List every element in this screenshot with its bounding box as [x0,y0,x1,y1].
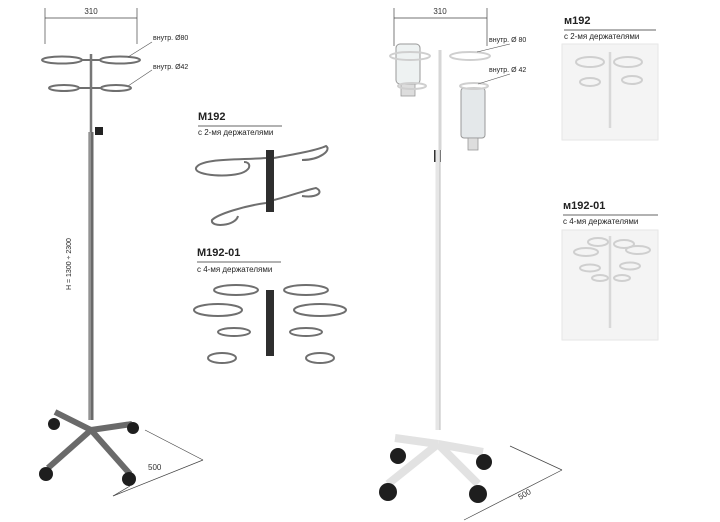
variant-m192-caption: с 2-мя держателями [198,128,273,137]
left-width-dimension: 310 [44,7,138,44]
left-holder-top-label: внутр. Ø80 [153,35,188,42]
right-holder-bottom-label: внутр. Ø 42 [489,67,526,74]
infusion-bag-icon [460,87,486,151]
left-pole [88,54,103,420]
photo-m192-01-model: м192-01 [563,200,605,212]
photo-m192: м192 с 2-мя держателями [561,15,659,141]
photo-m192-01-caption: с 4-мя держателями [563,217,638,226]
variant-m192-01: M192-01 с 4-мя держателями [193,247,347,364]
left-width-value: 310 [84,7,98,16]
left-holder-bottom-label: внутр. Ø42 [153,64,188,71]
left-base-dimension: 500 [112,429,204,497]
right-width-value: 310 [433,7,447,16]
photo-m192-model: м192 [564,15,591,27]
right-width-dimension: 310 [393,7,488,46]
right-stand: 310 внутр. Ø 80 внутр. Ø 42 [379,7,563,521]
right-base [379,434,492,503]
photo-m192-caption: с 2-мя держателями [564,32,639,41]
infusion-bottle-icon [395,43,421,97]
right-holder-top-label: внутр. Ø 80 [489,37,526,44]
variant-m192-01-model: M192-01 [197,247,240,259]
variant-m192: M192 с 2-мя держателями [195,111,329,226]
left-base-value: 500 [148,463,162,472]
variant-m192-01-caption: с 4-мя держателями [197,265,272,274]
photo-m192-01: м192-01 с 4-мя держателями [561,200,659,341]
variant-m192-model: M192 [198,111,226,123]
left-base [39,409,139,486]
right-base-value: 500 [517,487,534,502]
left-height-dimension: H = 1300 ÷ 2300 [66,238,73,290]
left-stand: 310 внутр. Ø80 внутр. Ø42 H = 1300 ÷ 230… [39,7,204,497]
